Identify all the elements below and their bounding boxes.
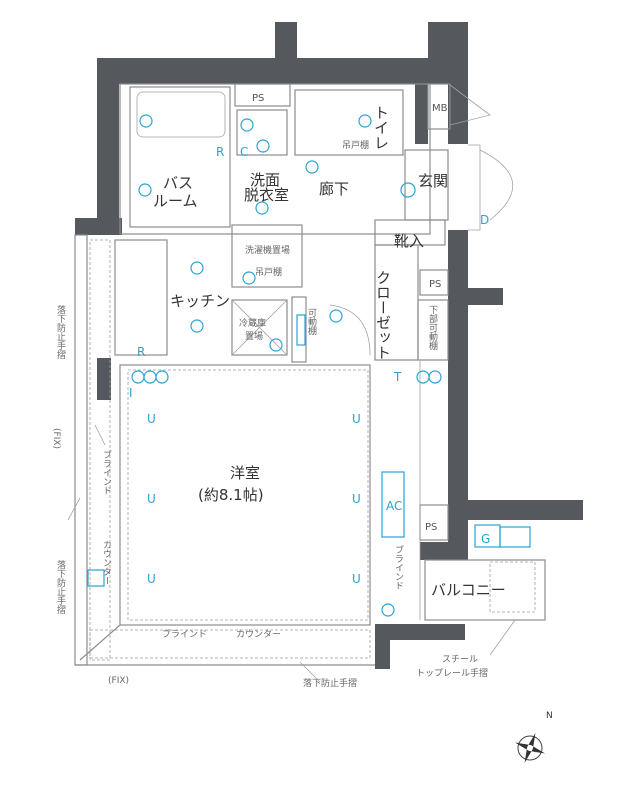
room-balcony: バルコニー: [431, 581, 506, 599]
room-kitchen: キッチン: [170, 292, 230, 310]
movable-shelf-label: 可動棚: [306, 308, 317, 336]
equipment-labels: R C R I T D AC G U U U U U U: [129, 145, 490, 586]
walls: [75, 22, 583, 669]
outlet-u: U: [352, 412, 361, 426]
outlet-u: U: [147, 572, 156, 586]
compass-north-label: N: [546, 711, 553, 721]
blind-label-right: ブラインド: [393, 544, 404, 590]
ps-label: PS: [252, 93, 264, 104]
hanging-cabinet-washer: 吊戸棚: [255, 266, 282, 278]
d-label: D: [480, 213, 489, 227]
fall-guard-label-left-top: 落下防止手摺: [55, 304, 66, 360]
room-entrance: 玄関: [418, 172, 448, 190]
room-shoe-storage: 靴入: [394, 232, 424, 250]
t-label: T: [393, 370, 402, 384]
room-bath-line1: バス: [163, 174, 193, 192]
outlet-u: U: [352, 492, 361, 506]
room-western: 洋室: [230, 464, 260, 482]
fridge-space-line1: 冷蔵庫: [239, 317, 266, 329]
blind-label-left: ブラインド: [101, 449, 112, 495]
outlet-u: U: [147, 412, 156, 426]
ps-label-balcony: PS: [425, 522, 437, 533]
room-hallway: 廊下: [319, 180, 349, 198]
r-label: R: [216, 145, 224, 159]
ps-label-closet: PS: [429, 279, 441, 290]
room-western-size: (約8.1帖): [198, 486, 264, 504]
fix-label-left: (FIX): [51, 428, 61, 449]
room-bath-line2: ルーム: [153, 192, 198, 210]
fall-guard-label-left-bottom: 落下防止手摺: [55, 559, 66, 615]
washer-space-label: 洗濯機置場: [245, 244, 290, 256]
compass-icon: N: [514, 711, 553, 764]
counter-label-bottom: カウンター: [236, 629, 281, 640]
i-label: I: [129, 386, 133, 400]
outlet-u: U: [352, 572, 361, 586]
interior-lines: [74, 83, 546, 666]
mb-label: MB: [432, 103, 448, 114]
fix-label-bottom: (FIX): [108, 676, 129, 686]
room-closet: クローゼット: [374, 270, 392, 360]
room-washroom-line1: 洗面: [250, 171, 280, 189]
counter-label-left: カウンター: [101, 540, 112, 585]
gas-label: G: [481, 532, 490, 546]
ac-label: AC: [386, 499, 402, 513]
blind-label-bottom: ブラインド: [162, 628, 207, 640]
hanging-cabinet-toilet: 吊戸棚: [342, 139, 369, 151]
steel-rail-line2: トップレール手摺: [416, 667, 488, 679]
lower-movable-shelf-label: 下部可動棚: [427, 305, 438, 351]
steel-rail-line1: スチール: [442, 654, 478, 665]
fridge-space-line2: 置場: [245, 330, 263, 342]
r-label-kitchen: R: [137, 345, 145, 359]
fall-guard-label-bottom: 落下防止手摺: [303, 677, 357, 689]
c-label: C: [240, 145, 248, 159]
equipment-symbols: [87, 114, 531, 617]
outlet-u: U: [147, 492, 156, 506]
room-washroom-line2: 脱衣室: [244, 186, 289, 204]
room-toilet: トイレ: [372, 105, 390, 150]
